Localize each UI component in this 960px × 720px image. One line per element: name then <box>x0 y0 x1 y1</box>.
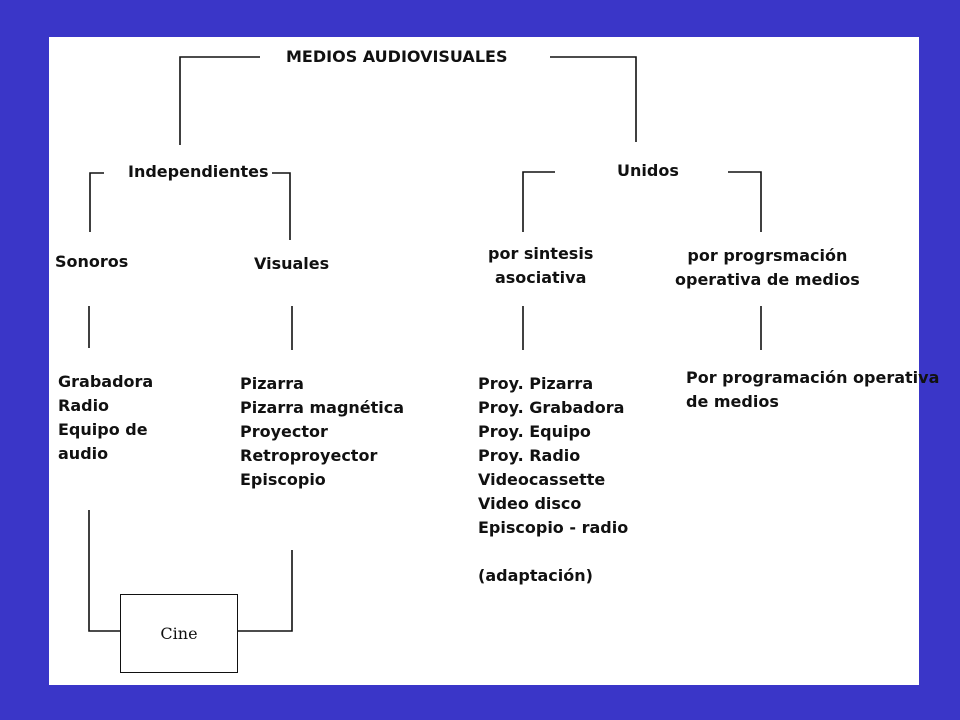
cine-label: Cine <box>160 624 198 643</box>
list-item: de medios <box>686 392 779 411</box>
branch-independientes: Independientes <box>128 162 269 181</box>
list-item: audio <box>58 444 109 463</box>
cine-box: Cine <box>120 594 238 673</box>
list-sintesis: Proy. Pizarra Proy. Grabadora Proy. Equi… <box>478 372 628 588</box>
connector-visuales-cine <box>238 550 293 632</box>
connector-root-right <box>550 56 637 142</box>
list-visuales: Pizarra Pizarra magnética Proyector Retr… <box>240 372 404 492</box>
connector-sonoros-cine <box>88 510 120 632</box>
connector-indep-right <box>272 172 291 240</box>
category-sonoros: Sonoros <box>55 252 129 271</box>
list-item: Episcopio - radio <box>478 518 629 537</box>
category-programacion-line2: operativa de medios <box>675 270 860 289</box>
list-item: Proy. Radio <box>478 446 581 465</box>
list-item: (adaptación) <box>478 566 593 585</box>
list-programacion: Por programación operativa de medios <box>686 366 939 414</box>
list-item: Grabadora <box>58 372 154 391</box>
list-item: Video disco <box>478 494 582 513</box>
list-sonoros: Grabadora Radio Equipo de audio <box>58 370 153 466</box>
list-item: Pizarra magnética <box>240 398 405 417</box>
diagram-title: MEDIOS AUDIOVISUALES <box>286 47 508 66</box>
category-sintesis-line2: asociativa <box>494 268 587 287</box>
branch-unidos: Unidos <box>617 161 679 180</box>
category-visuales: Visuales <box>254 254 330 273</box>
list-item: Por programación operativa <box>686 368 940 387</box>
category-sintesis: por sintesis asociativa <box>488 242 593 290</box>
list-item: Episcopio <box>240 470 326 489</box>
list-item: Equipo de <box>58 420 148 439</box>
connector-unidos-right <box>728 171 762 232</box>
category-sintesis-line1: por sintesis <box>488 244 594 263</box>
list-item: Proy. Grabadora <box>478 398 625 417</box>
list-item: Proyector <box>240 422 328 441</box>
list-item: Retroproyector <box>240 446 378 465</box>
category-programacion: por progrsmación operativa de medios <box>675 244 860 292</box>
connector-root-left <box>179 56 260 145</box>
list-item: Pizarra <box>240 374 304 393</box>
list-item: Proy. Equipo <box>478 422 591 441</box>
category-programacion-line1: por progrsmación <box>687 246 848 265</box>
list-item <box>478 540 628 564</box>
connector-indep-left <box>89 172 104 232</box>
slide-canvas <box>49 37 919 685</box>
list-item: Radio <box>58 396 110 415</box>
list-item: Proy. Pizarra <box>478 374 594 393</box>
connector-unidos-left <box>522 171 555 232</box>
list-item: Videocassette <box>478 470 606 489</box>
